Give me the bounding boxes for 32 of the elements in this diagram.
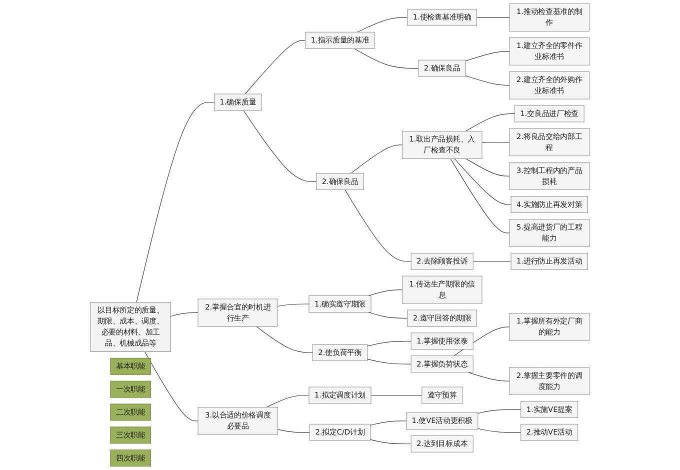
connector [465,158,510,176]
connector [450,158,510,234]
connector [344,190,412,262]
connector [465,76,510,86]
connector [170,312,198,317]
connector [368,312,408,319]
connector [465,113,515,132]
connector [256,326,313,353]
connector [478,428,522,433]
connector [465,51,510,62]
connector [370,439,412,444]
connector [354,48,419,69]
connector [468,372,510,382]
connector [367,358,412,364]
connector [278,304,310,307]
connector [370,420,407,426]
connector [357,17,408,32]
connector [472,261,512,262]
connector [478,409,522,414]
connector [244,40,306,94]
connector [368,290,402,296]
connector [370,394,422,396]
connector [482,142,510,144]
connector [144,351,198,422]
connector [278,429,310,433]
connector [476,17,510,18]
connector [350,144,402,174]
connector [243,110,317,182]
connector [367,340,412,346]
connector [266,394,310,408]
connector [454,158,512,205]
connector [136,102,215,302]
